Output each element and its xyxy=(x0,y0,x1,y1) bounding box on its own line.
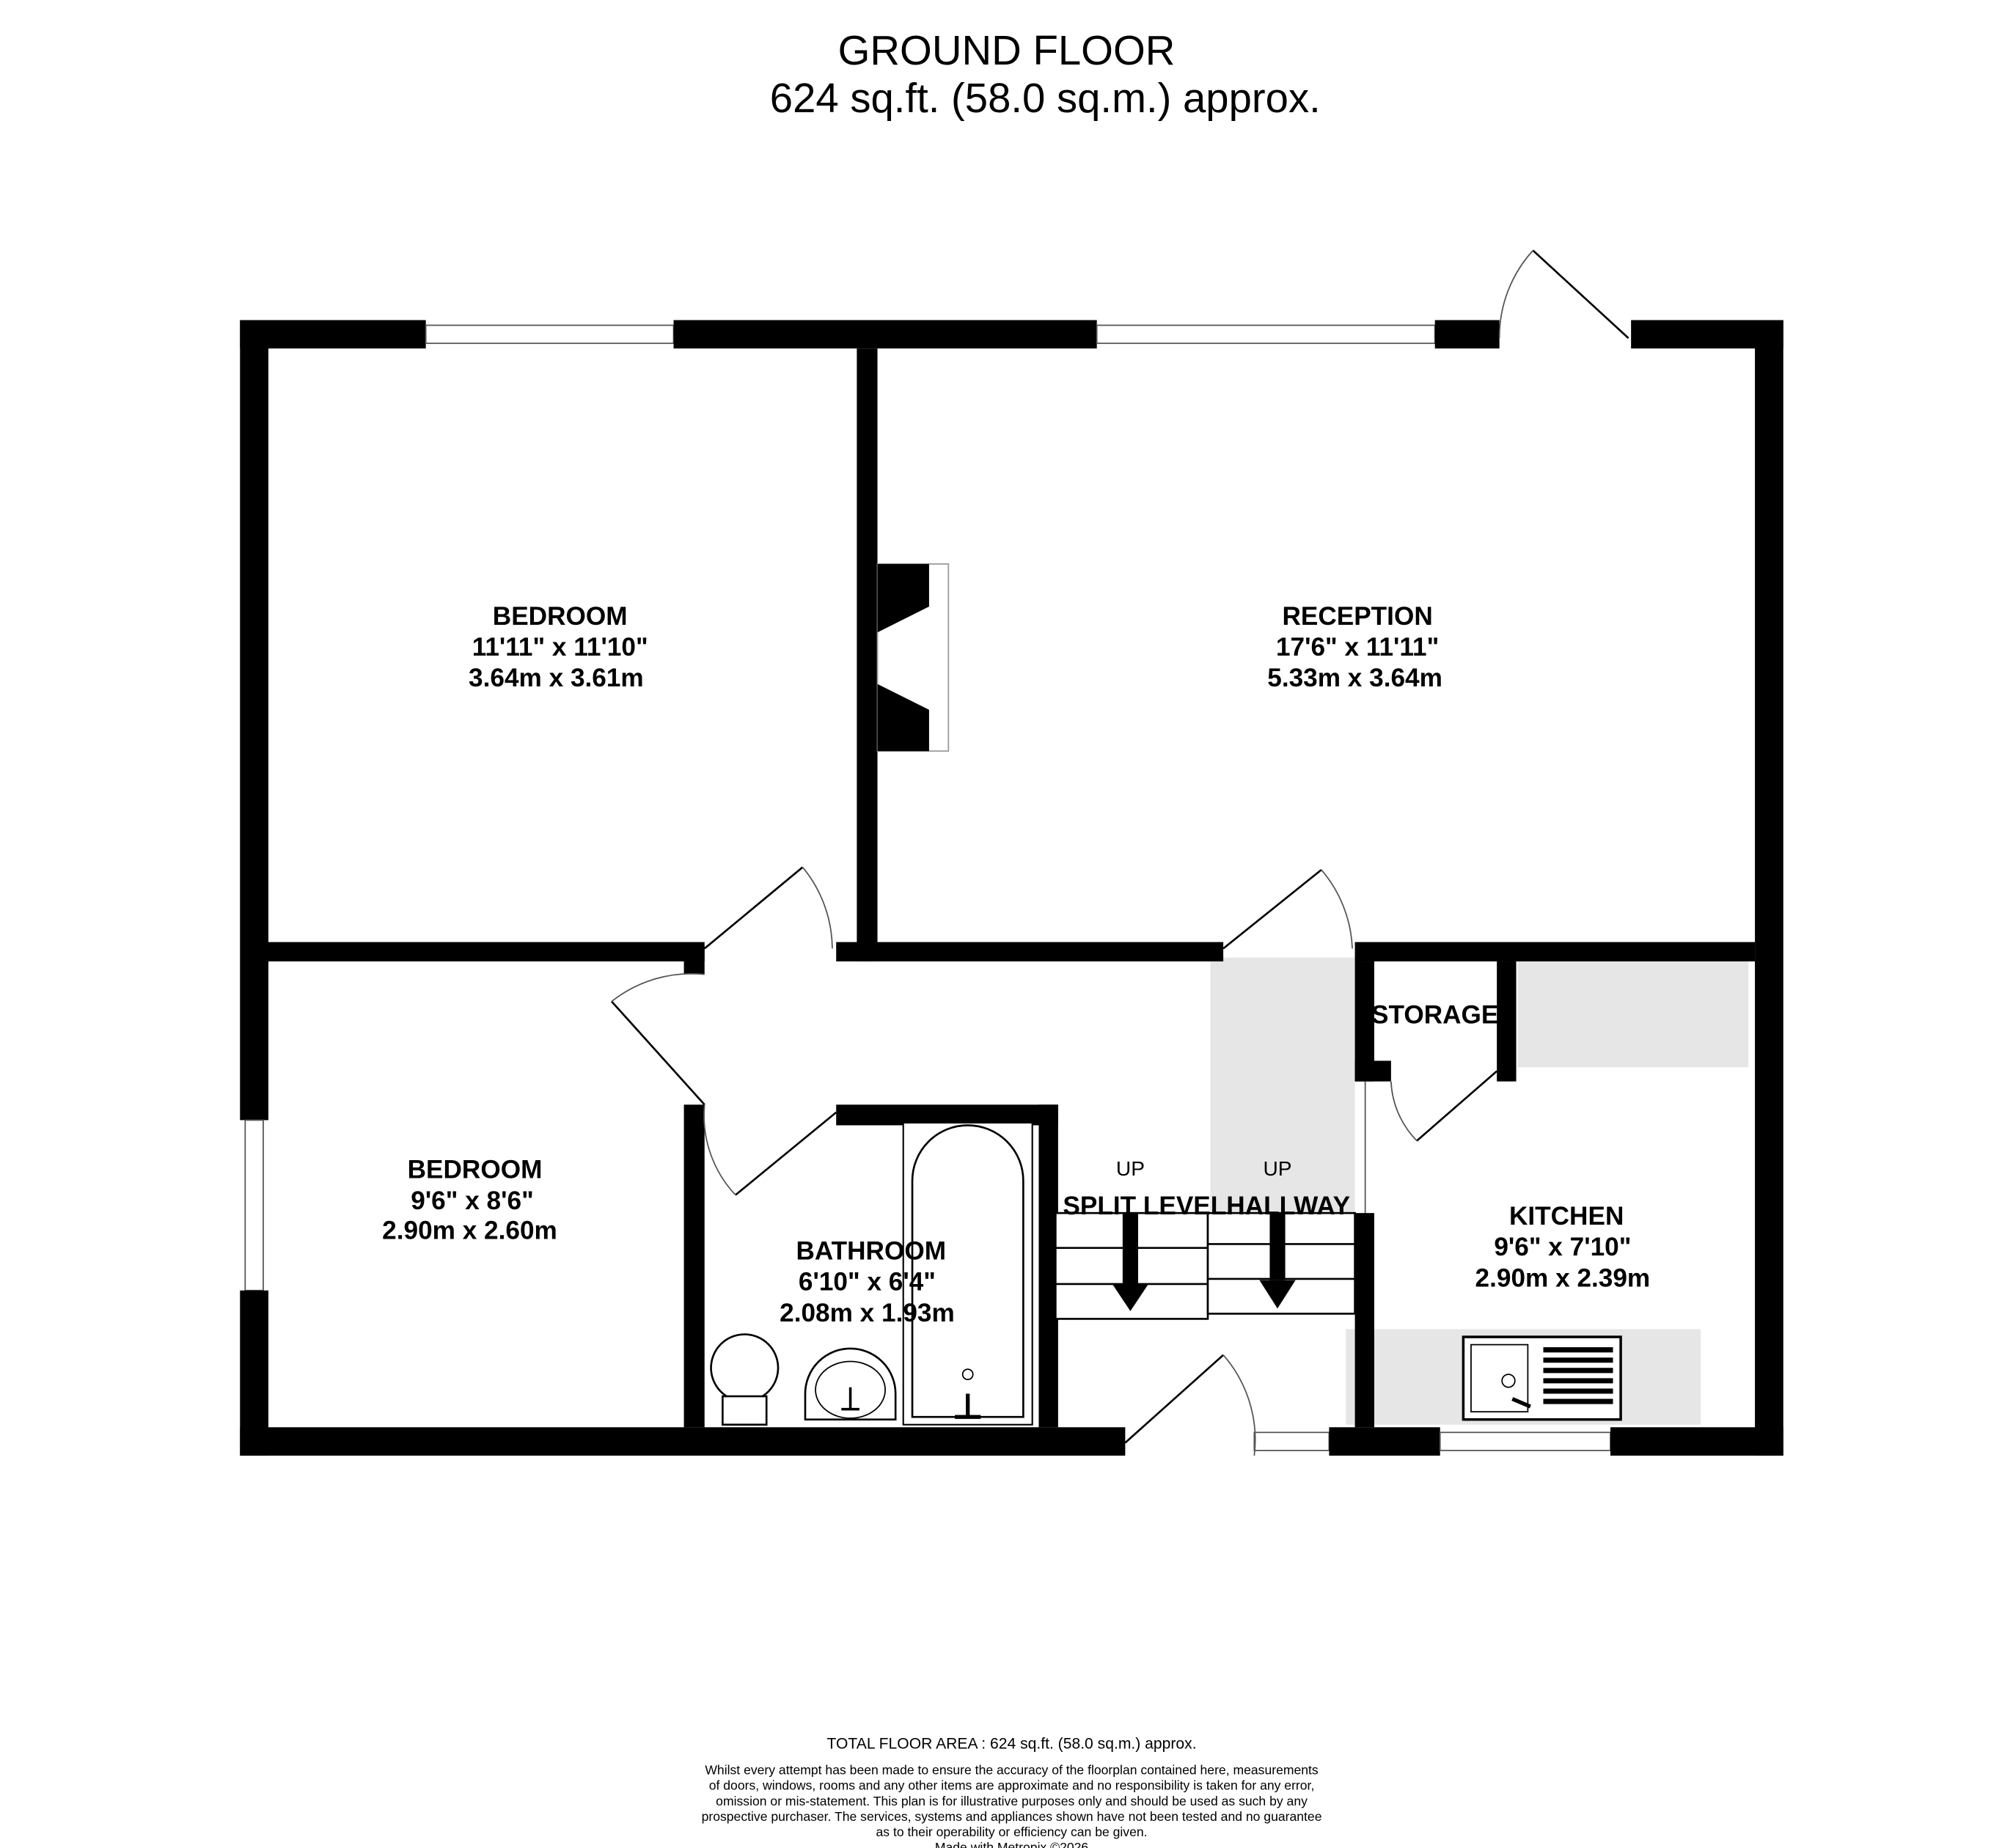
room-bedroom-2: BEDROOM 9'6" x 8'6" 2.90m x 2.60m xyxy=(382,1156,557,1245)
landing-area xyxy=(1210,957,1355,1214)
room-size-imperial: 17'6" x 11'11" xyxy=(1276,633,1439,661)
window xyxy=(1253,1431,1330,1451)
disclaimer-line: prospective purchaser. The services, sys… xyxy=(702,1809,1322,1824)
room-hallway: SPLIT LEVELHALLWAY xyxy=(1063,1192,1350,1220)
disclaimer-line: as to their operability or efficiency ca… xyxy=(876,1825,1148,1839)
bathtub xyxy=(902,1121,1033,1426)
disclaimer-line: Whilst every attempt has been made to en… xyxy=(705,1763,1319,1778)
stairs-up-label: UP xyxy=(1116,1157,1145,1180)
room-name: BATHROOM xyxy=(796,1237,946,1266)
kitchen-sink xyxy=(1462,1335,1622,1421)
walls xyxy=(240,320,1783,1456)
stairs-up-label: UP xyxy=(1263,1157,1291,1180)
stairs[interactable] xyxy=(1055,1211,1356,1320)
room-storage: STORAGE xyxy=(1371,1000,1498,1029)
room-name: RECEPTION xyxy=(1282,602,1432,631)
room-bedroom-1: BEDROOM 11'11" x 11'10" 3.64m x 3.61m xyxy=(469,602,648,692)
room-bathroom: BATHROOM 6'10" x 6'4" 2.08m x 1.93m xyxy=(780,1237,955,1327)
room-size-metric: 5.33m x 3.64m xyxy=(1267,664,1442,692)
window xyxy=(1096,324,1436,345)
credit: Made with Metropix ©2026 xyxy=(935,1840,1088,1848)
room-size-imperial: 9'6" x 7'10" xyxy=(1494,1233,1631,1261)
total-floor-area: TOTAL FLOOR AREA : 624 sq.ft. (58.0 sq.m… xyxy=(826,1735,1196,1752)
room-reception: RECEPTION 17'6" x 11'11" 5.33m x 3.64m xyxy=(1267,602,1442,692)
arrow-down-icon xyxy=(1122,1213,1138,1284)
room-size-metric: 2.90m x 2.39m xyxy=(1475,1264,1651,1292)
room-name: KITCHEN xyxy=(1509,1202,1624,1231)
disclaimer-line: omission or mis-statement. This plan is … xyxy=(716,1794,1308,1808)
window xyxy=(425,324,675,345)
room-size-metric: 2.08m x 1.93m xyxy=(780,1299,955,1327)
floor-area: 624 sq.ft. (58.0 sq.m.) approx. xyxy=(770,75,1321,121)
toilet xyxy=(710,1333,780,1426)
fireplace xyxy=(876,563,950,752)
room-name: BEDROOM xyxy=(493,602,628,631)
washbasin xyxy=(804,1347,897,1421)
arrow-down-icon xyxy=(1269,1213,1286,1280)
room-size-imperial: 6'10" x 6'4" xyxy=(799,1268,936,1297)
room-kitchen: KITCHEN 9'6" x 7'10" 2.90m x 2.39m xyxy=(1475,1202,1651,1292)
room-size-metric: 3.64m x 3.61m xyxy=(469,664,644,692)
room-size-imperial: 11'11" x 11'10" xyxy=(472,633,648,661)
room-size-imperial: 9'6" x 8'6" xyxy=(411,1187,534,1215)
window xyxy=(244,1119,264,1291)
window xyxy=(1439,1431,1611,1451)
doors xyxy=(611,249,1629,1456)
disclaimer-line: of doors, windows, rooms and any other i… xyxy=(709,1778,1315,1793)
room-size-metric: 2.90m x 2.60m xyxy=(382,1216,557,1244)
worktop xyxy=(1517,961,1749,1068)
floor-title: GROUND FLOOR xyxy=(838,27,1176,73)
room-name: BEDROOM xyxy=(408,1156,543,1184)
